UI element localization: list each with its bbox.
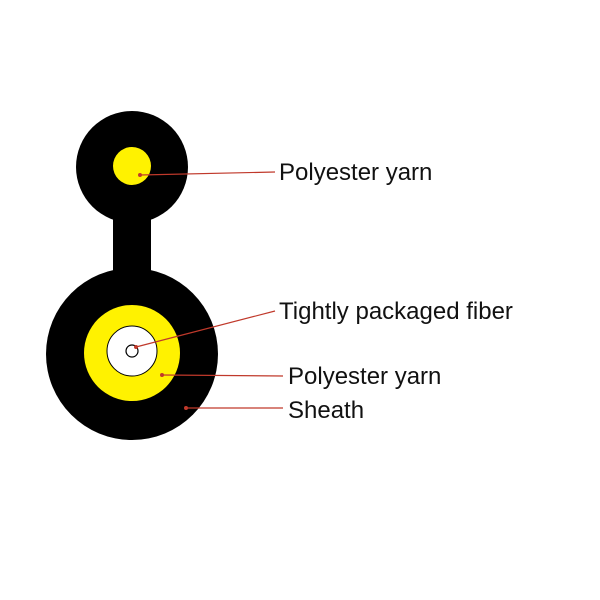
- label-messenger-polyester-yarn: Polyester yarn: [279, 159, 432, 186]
- label-strength-polyester-yarn: Polyester yarn: [288, 363, 441, 390]
- label-sheath: Sheath: [288, 397, 364, 424]
- label-tightly-packaged-fiber: Tightly packaged fiber: [279, 298, 513, 325]
- leader-dot-sheath: [184, 406, 188, 410]
- leader-dot-strength-yarn: [160, 373, 164, 377]
- cable-body: [46, 111, 218, 440]
- leader-line-strength-yarn: [161, 374, 284, 377]
- leader-dot-tight-buffered-fiber: [134, 345, 138, 349]
- leader-dot-messenger-yarn: [138, 173, 142, 177]
- leader-line-messenger-yarn: [139, 171, 276, 176]
- leader-lines: [134, 171, 284, 410]
- leader-line-tight-buffered-fiber: [135, 310, 276, 348]
- callout-labels: Polyester yarn Tightly packaged fiber Po…: [279, 159, 513, 424]
- messenger-polyester-yarn: [113, 147, 151, 185]
